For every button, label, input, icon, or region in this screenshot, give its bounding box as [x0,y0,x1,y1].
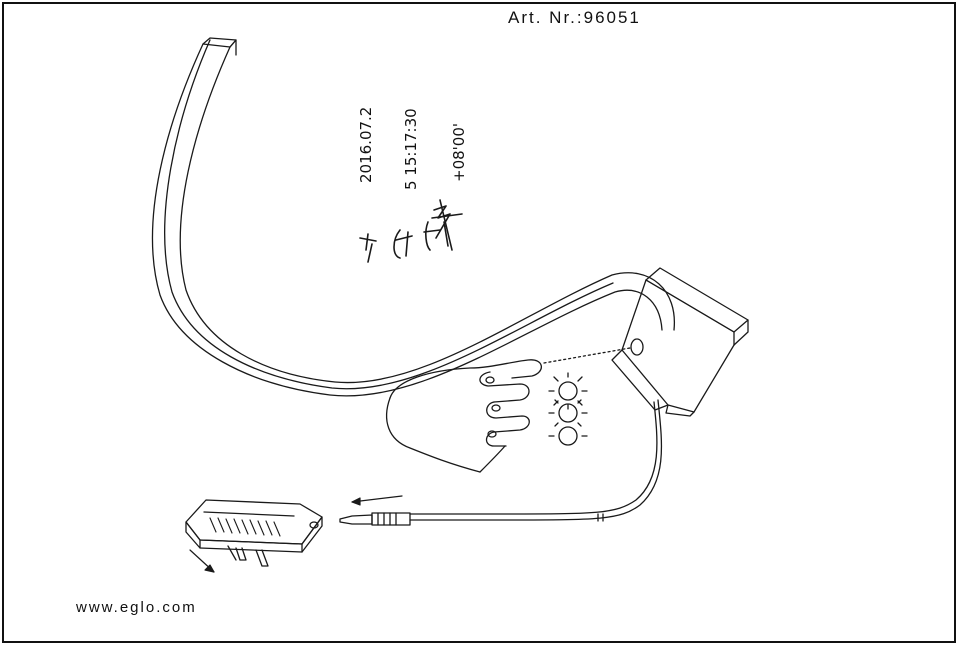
power-adapter [185,499,323,567]
article-number: Art. Nr.:96051 [508,8,641,27]
light-level-mid-icon [548,399,588,427]
website-link[interactable]: www.eglo.com [76,599,197,616]
touch-indicator-line [543,347,631,364]
power-cable [409,399,663,522]
touch-sensor-icon [630,338,644,356]
light-level-high-icon [548,372,588,410]
vent-grille [209,517,281,537]
led-arm [151,37,675,397]
hand-illustration [386,359,542,473]
arrow-icon [351,495,403,506]
handwritten-signature [359,199,463,263]
arrow-icon [189,549,215,573]
dc-plug [339,512,411,526]
light-level-low-icon [548,426,588,446]
wall-mount [611,267,749,417]
